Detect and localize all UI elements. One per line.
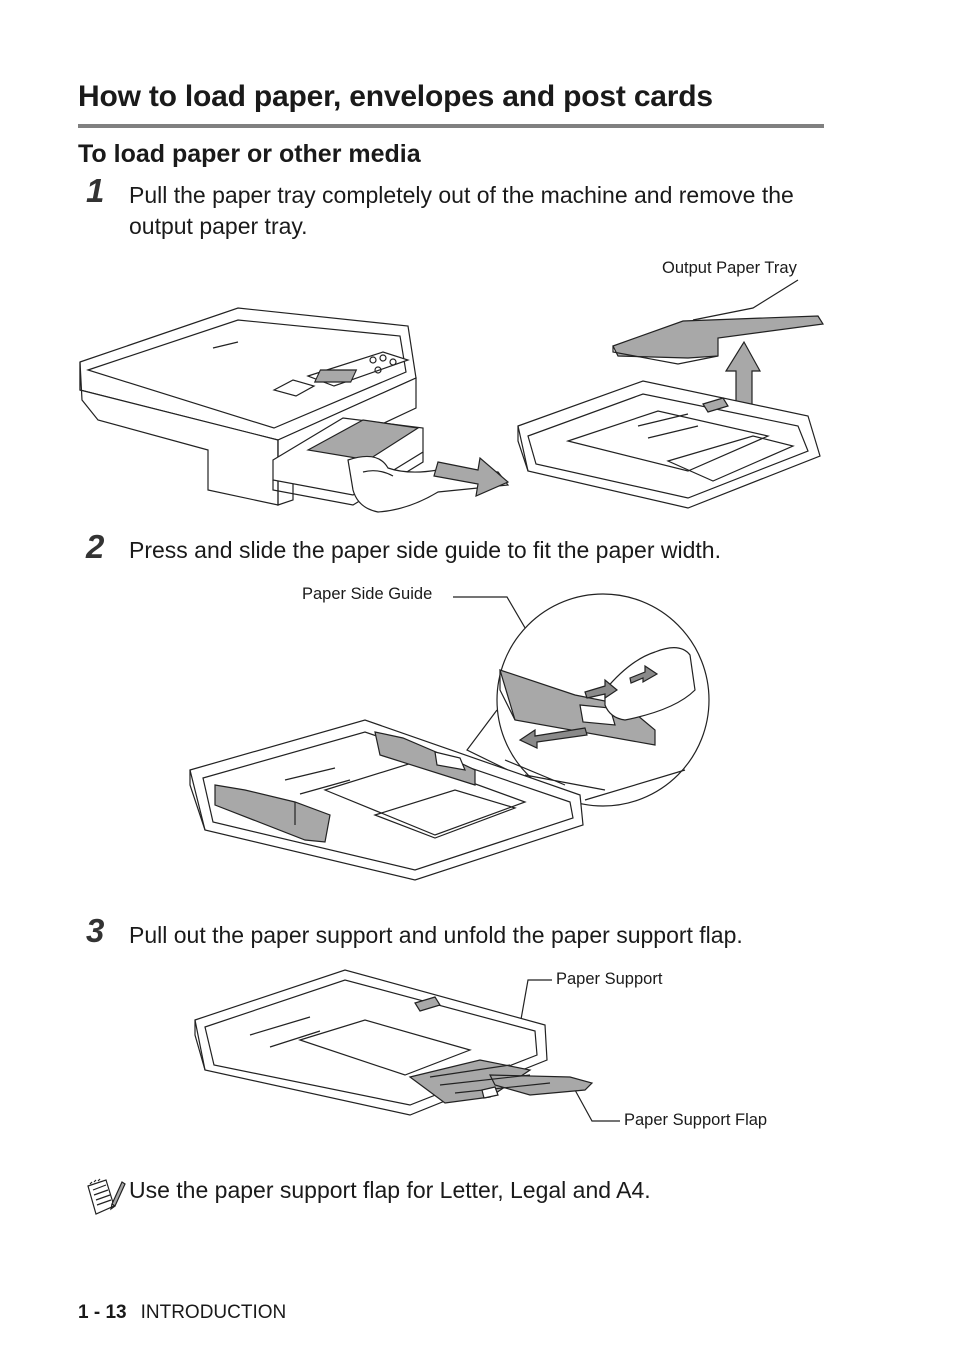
step-3-number: 3 <box>86 912 105 949</box>
output-paper-tray-label: Output Paper Tray <box>662 259 797 277</box>
page-footer: 1 - 13 INTRODUCTION <box>78 1302 286 1324</box>
step-2-number: 2 <box>86 528 105 565</box>
section-title: To load paper or other media <box>78 140 421 168</box>
footer-section: INTRODUCTION <box>140 1302 287 1323</box>
step-1-number: 1 <box>86 172 105 209</box>
page-number: 1 - 13 <box>78 1302 127 1323</box>
title-rule <box>78 124 824 128</box>
paper-support-illustration <box>194 969 620 1122</box>
page-title: How to load paper, envelopes and post ca… <box>78 80 713 113</box>
side-guide-illustration <box>189 593 710 881</box>
note-text: Use the paper support flap for Letter, L… <box>129 1177 651 1203</box>
tray-output-removed-illustration <box>517 279 825 509</box>
machine-illustration <box>79 307 510 513</box>
paper-support-label: Paper Support <box>556 970 663 988</box>
paper-side-guide-label: Paper Side Guide <box>302 585 433 603</box>
step-2-text: Press and slide the paper side guide to … <box>129 537 721 563</box>
step-1-text: Pull the paper tray completely out of th… <box>129 182 794 239</box>
paper-support-flap-label: Paper Support Flap <box>624 1111 768 1129</box>
note-pad-pencil-icon <box>87 1178 126 1215</box>
step-3-text: Pull out the paper support and unfold th… <box>129 922 743 948</box>
